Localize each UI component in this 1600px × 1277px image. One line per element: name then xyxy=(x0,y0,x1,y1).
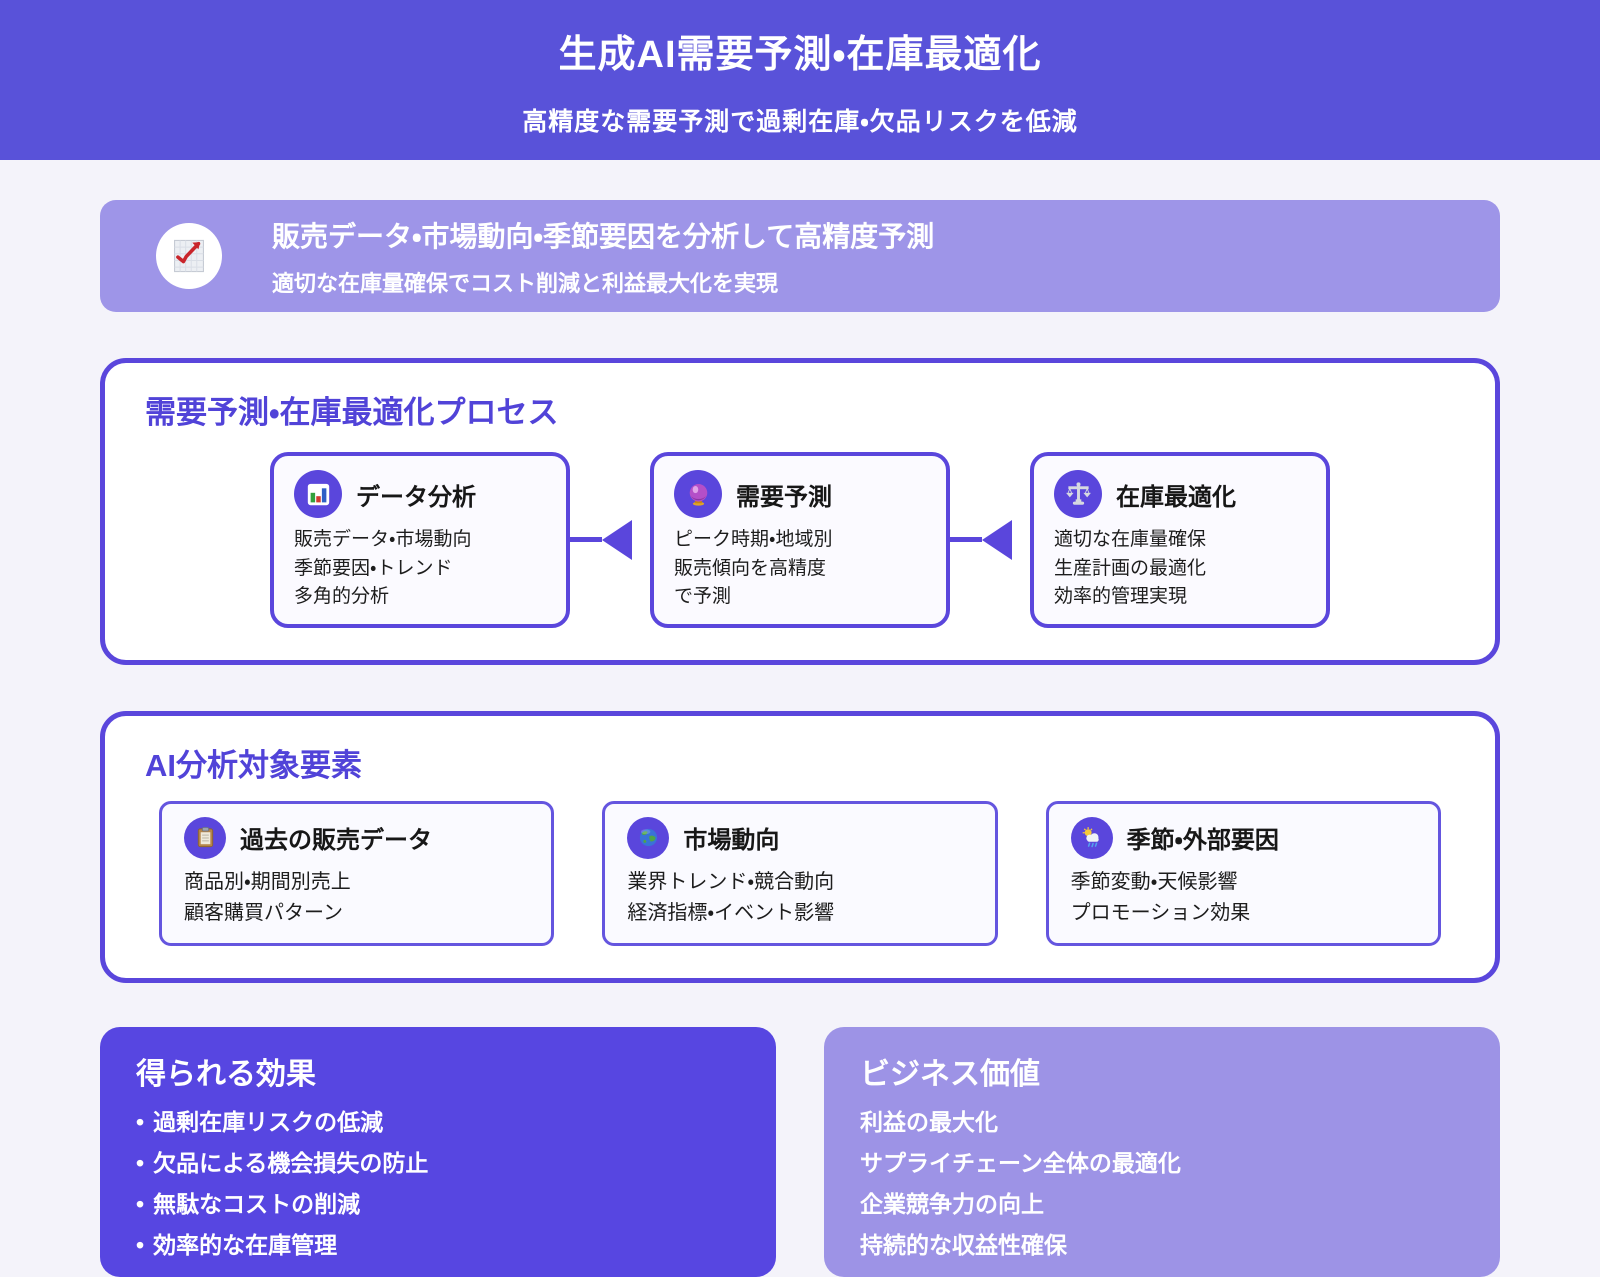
analysis-card-title: 季節・外部要因 xyxy=(1127,820,1279,855)
card-header: 過去の販売データ xyxy=(184,817,529,859)
process-section: 需要予測・在庫最適化プロセス データ分析 販売データ・市場動向 xyxy=(100,358,1500,665)
business-value-item: 利益の最大化 xyxy=(860,1110,1464,1134)
banner-subtitle: 適切な在庫量確保でコスト削減と利益最大化を実現 xyxy=(272,266,934,298)
business-value-list: 利益の最大化 サプライチェーン全体の最適化 企業競争力の向上 持続的な収益性確保 xyxy=(860,1110,1464,1258)
analysis-card-line: 商品別・期間別売上 xyxy=(184,867,529,898)
main-content: 販売データ・市場動向・季節要因を分析して高精度予測 適切な在庫量確保でコスト削減… xyxy=(100,200,1500,1277)
header-banner: 生成AI需要予測・在庫最適化 高精度な需要予測で過剰在庫・欠品リスクを低減 xyxy=(0,0,1600,160)
analysis-card-body: 商品別・期間別売上 顧客購買パターン xyxy=(184,867,529,929)
card-header: データ分析 xyxy=(294,470,546,518)
analysis-section-title: AI分析対象要素 xyxy=(145,740,1455,785)
bar-chart-icon xyxy=(294,470,342,518)
process-card-line: 販売データ・市場動向 xyxy=(294,526,546,555)
process-card-body: 販売データ・市場動向 季節要因・トレンド 多角的分析 xyxy=(294,526,546,612)
effects-list: • 過剰在庫リスクの低減 • 欠品による機会損失の防止 • 無駄なコストの削減 … xyxy=(136,1110,740,1258)
process-card-line: 効率的管理実現 xyxy=(1054,583,1306,612)
business-value-item: 持続的な収益性確保 xyxy=(860,1233,1464,1257)
analysis-card-line: 経済指標・イベント影響 xyxy=(627,898,972,929)
banner-title: 販売データ・市場動向・季節要因を分析して高精度予測 xyxy=(272,215,934,255)
process-card-body: ピーク時期・地域別 販売傾向を高精度 で予測 xyxy=(674,526,926,612)
process-card-line: 販売傾向を高精度 xyxy=(674,555,926,584)
effects-list-item: • 過剰在庫リスクの低減 xyxy=(136,1110,740,1134)
analysis-card-seasonal-factors: 季節・外部要因 季節変動・天候影響 プロモーション効果 xyxy=(1046,801,1441,946)
business-value-title: ビジネス価値 xyxy=(860,1049,1464,1093)
card-header: 季節・外部要因 xyxy=(1071,817,1416,859)
process-section-title: 需要予測・在庫最適化プロセス xyxy=(145,387,1455,432)
page-subtitle: 高精度な需要予測で過剰在庫・欠品リスクを低減 xyxy=(522,102,1078,138)
page-title: 生成AI需要予測・在庫最適化 xyxy=(559,23,1042,78)
business-value-text: サプライチェーン全体の最適化 xyxy=(860,1151,1181,1175)
analysis-section: AI分析対象要素 過去の販売データ xyxy=(100,711,1500,983)
process-card-demand-forecast: 需要予測 ピーク時期・地域別 販売傾向を高精度 で予測 xyxy=(650,452,950,628)
chart-increasing-icon xyxy=(156,223,222,289)
bullet-glyph: • xyxy=(136,1192,144,1216)
balance-scale-icon xyxy=(1054,470,1102,518)
process-flow: データ分析 販売データ・市場動向 季節要因・トレンド 多角的分析 xyxy=(145,452,1455,628)
process-card-title: 在庫最適化 xyxy=(1116,477,1236,512)
effects-box: 得られる効果 • 過剰在庫リスクの低減 • 欠品による機会損失の防止 • 無駄な… xyxy=(100,1027,776,1277)
bullet-glyph: • xyxy=(136,1233,144,1257)
arrow-left-icon xyxy=(982,520,1012,560)
business-value-text: 企業競争力の向上 xyxy=(860,1192,1044,1216)
arrow-left-icon xyxy=(602,520,632,560)
process-card-line: 多角的分析 xyxy=(294,583,546,612)
effects-list-item: • 効率的な在庫管理 xyxy=(136,1233,740,1257)
process-card-line: 適切な在庫量確保 xyxy=(1054,526,1306,555)
crystal-ball-icon xyxy=(674,470,722,518)
analysis-card-sales-history: 過去の販売データ 商品別・期間別売上 顧客購買パターン xyxy=(159,801,554,946)
card-header: 市場動向 xyxy=(627,817,972,859)
business-value-item: サプライチェーン全体の最適化 xyxy=(860,1151,1464,1175)
effects-box-title: 得られる効果 xyxy=(136,1049,740,1093)
process-card-line: ピーク時期・地域別 xyxy=(674,526,926,555)
analysis-card-line: 業界トレンド・競合動向 xyxy=(627,867,972,898)
analysis-card-title: 市場動向 xyxy=(683,820,779,855)
highlight-banner: 販売データ・市場動向・季節要因を分析して高精度予測 適切な在庫量確保でコスト削減… xyxy=(100,200,1500,312)
analysis-card-market-trends: 市場動向 業界トレンド・競合動向 経済指標・イベント影響 xyxy=(602,801,997,946)
effects-list-item: • 無駄なコストの削減 xyxy=(136,1192,740,1216)
process-card-body: 適切な在庫量確保 生産計画の最適化 効率的管理実現 xyxy=(1054,526,1306,612)
connector-line xyxy=(570,537,602,542)
process-card-title: 需要予測 xyxy=(736,477,832,512)
clipboard-icon xyxy=(184,817,226,859)
process-card-line: で予測 xyxy=(674,583,926,612)
flow-connector xyxy=(570,452,650,628)
process-card-line: 生産計画の最適化 xyxy=(1054,555,1306,584)
analysis-card-line: プロモーション効果 xyxy=(1071,898,1416,929)
analysis-cards: 過去の販売データ 商品別・期間別売上 顧客購買パターン xyxy=(145,801,1455,946)
business-value-text: 持続的な収益性確保 xyxy=(860,1233,1067,1257)
effects-item-text: 無駄なコストの削減 xyxy=(153,1192,360,1216)
card-header: 在庫最適化 xyxy=(1054,470,1306,518)
card-header: 需要予測 xyxy=(674,470,926,518)
business-value-box: ビジネス価値 利益の最大化 サプライチェーン全体の最適化 企業競争力の向上 持続… xyxy=(824,1027,1500,1277)
analysis-card-line: 季節変動・天候影響 xyxy=(1071,867,1416,898)
process-card-inventory-optimization: 在庫最適化 適切な在庫量確保 生産計画の最適化 効率的管理実現 xyxy=(1030,452,1330,628)
business-value-item: 企業競争力の向上 xyxy=(860,1192,1464,1216)
analysis-card-line: 顧客購買パターン xyxy=(184,898,529,929)
bullet-glyph: • xyxy=(136,1151,144,1175)
effects-item-text: 欠品による機会損失の防止 xyxy=(153,1151,428,1175)
flow-connector xyxy=(950,452,1030,628)
globe-icon xyxy=(627,817,669,859)
sun-behind-rain-cloud-icon xyxy=(1071,817,1113,859)
business-value-text: 利益の最大化 xyxy=(860,1110,998,1134)
connector-line xyxy=(950,537,982,542)
analysis-card-title: 過去の販売データ xyxy=(240,820,432,855)
bottom-row: 得られる効果 • 過剰在庫リスクの低減 • 欠品による機会損失の防止 • 無駄な… xyxy=(100,1027,1500,1277)
effects-item-text: 過剰在庫リスクの低減 xyxy=(153,1110,383,1134)
analysis-card-body: 季節変動・天候影響 プロモーション効果 xyxy=(1071,867,1416,929)
banner-text: 販売データ・市場動向・季節要因を分析して高精度予測 適切な在庫量確保でコスト削減… xyxy=(272,215,934,298)
effects-list-item: • 欠品による機会損失の防止 xyxy=(136,1151,740,1175)
process-card-data-analysis: データ分析 販売データ・市場動向 季節要因・トレンド 多角的分析 xyxy=(270,452,570,628)
effects-item-text: 効率的な在庫管理 xyxy=(153,1233,337,1257)
process-card-line: 季節要因・トレンド xyxy=(294,555,546,584)
analysis-card-body: 業界トレンド・競合動向 経済指標・イベント影響 xyxy=(627,867,972,929)
bullet-glyph: • xyxy=(136,1110,144,1134)
process-card-title: データ分析 xyxy=(356,477,476,512)
